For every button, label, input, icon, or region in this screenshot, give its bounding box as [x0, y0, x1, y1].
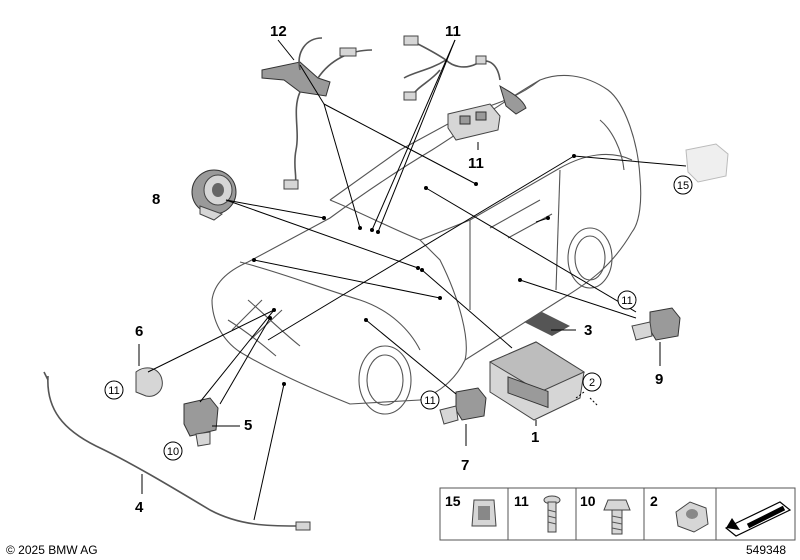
callout-14: 12 [270, 23, 287, 40]
pad-3 [524, 312, 570, 336]
legend-label-11: 11 [514, 493, 529, 509]
callout-13: 11 [445, 23, 461, 40]
callout-1: 1 [531, 429, 539, 446]
legend-label-10: 10 [580, 493, 596, 509]
sensor-9 [631, 307, 681, 341]
callout-8: 8 [152, 191, 160, 208]
legend-label-2: 2 [650, 493, 658, 509]
circle-callout-10: 10 [163, 441, 183, 461]
circle-callout-11-middle: 11 [420, 390, 440, 410]
clockspring-8 [191, 169, 237, 221]
sensor-7 [439, 387, 487, 425]
callout-11-middle-label: 11 [424, 395, 435, 407]
callout-2-label: 2 [589, 377, 595, 389]
sensor-5 [183, 397, 219, 447]
circle-callout-15: 15 [673, 175, 693, 195]
copyright-text: © 2025 BMW AG [6, 543, 98, 557]
parts-legend: 15 11 10 2 [439, 487, 796, 541]
circle-callout-2: 2 [575, 372, 602, 407]
leader-lines [138, 39, 687, 521]
callout-5: 5 [244, 417, 252, 434]
callout-3: 3 [584, 322, 592, 339]
callout-11-left-label: 11 [108, 385, 119, 397]
legend-item-11: 11 [514, 493, 561, 533]
diagram-number: 549348 [746, 543, 786, 557]
callout-10-label: 10 [167, 446, 179, 458]
antenna-cable-4 [43, 371, 311, 531]
car-outline [211, 74, 642, 415]
legend-item-15: 15 [445, 493, 497, 527]
wiring-harness-13 [403, 35, 527, 115]
callout-4: 4 [135, 499, 144, 516]
callout-9: 9 [655, 371, 663, 388]
control-box-15 [685, 143, 729, 183]
callout-11-right-label: 11 [621, 295, 632, 307]
view-direction-arrow-icon [724, 501, 792, 537]
legend-item-10: 10 [580, 493, 631, 535]
bracket-12 [447, 103, 501, 141]
callout-7: 7 [461, 457, 469, 474]
legend-label-15: 15 [445, 493, 461, 509]
circle-callout-11-left: 11 [104, 380, 124, 400]
wiring-harness-14 [261, 37, 373, 190]
callout-6: 6 [135, 323, 143, 340]
circle-callout-11-right: 11 [617, 290, 637, 310]
bracket-6 [135, 367, 163, 397]
legend-item-2: 2 [650, 493, 709, 533]
airbag-module-1 [488, 341, 586, 421]
callout-15-label: 15 [677, 180, 689, 192]
callout-12: 11 [468, 155, 484, 172]
